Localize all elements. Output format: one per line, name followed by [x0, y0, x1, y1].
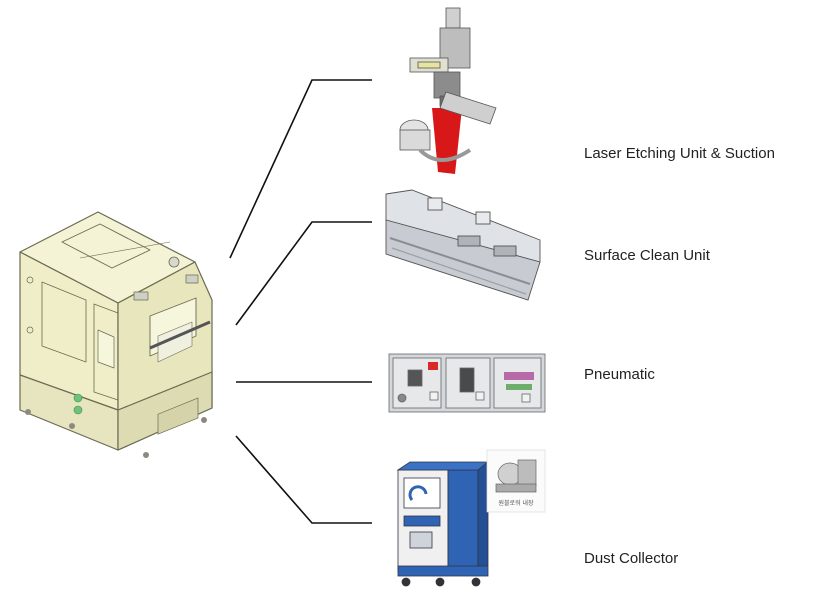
label-laser-etching-unit: Laser Etching Unit & Suction — [584, 145, 775, 162]
laser-etching-unit-icon — [399, 7, 497, 174]
dust-collector-icon — [396, 461, 490, 587]
connector-lines — [229, 79, 372, 524]
label-pneumatic: Pneumatic — [584, 366, 655, 383]
machine-icon — [19, 211, 213, 458]
connector-line-dust — [235, 435, 372, 524]
connector-line-clean — [235, 221, 372, 326]
callout-caption: 원블로워 내장 — [498, 500, 534, 507]
pneumatic-panel-icon — [388, 353, 546, 413]
blower-icon — [486, 449, 546, 513]
connector-line-laser — [229, 79, 372, 259]
surface-clean-unit-icon — [385, 189, 541, 301]
label-dust-collector: Dust Collector — [584, 550, 679, 567]
laser-beam — [432, 108, 462, 174]
label-surface-clean-unit: Surface Clean Unit — [584, 247, 710, 264]
